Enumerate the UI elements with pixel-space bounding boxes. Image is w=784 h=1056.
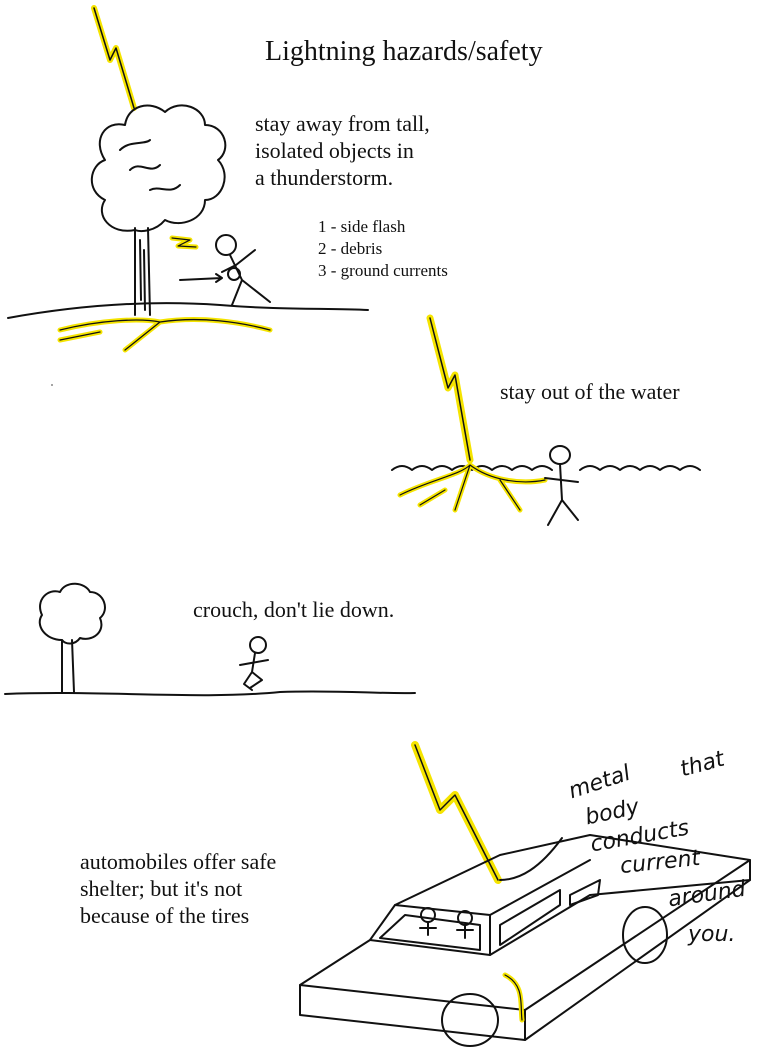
lightning-bolt-car — [411, 741, 502, 884]
ground-line-3 — [4, 690, 416, 697]
stick-person-tree — [179, 234, 271, 306]
automobile-text: automobiles offer safe shelter; but it's… — [80, 848, 276, 929]
small-tree-icon — [38, 582, 106, 693]
crouch-text: crouch, don't lie down. — [193, 597, 395, 622]
tree-icon — [90, 104, 227, 316]
water-waves — [391, 462, 701, 513]
lightning-bolt-water — [426, 314, 474, 464]
water-text: stay out of the water — [500, 379, 680, 404]
hazard-item: 3 - ground currents — [318, 261, 448, 280]
text-line: shelter; but it's not — [80, 876, 243, 901]
hazard-item: 2 - debris — [318, 239, 383, 258]
crouching-person — [239, 636, 269, 691]
text-line: isolated objects in — [255, 138, 414, 163]
text-line: a thunderstorm. — [255, 165, 394, 190]
lightning-bolt-tree — [91, 5, 137, 111]
side-flash-icon — [169, 235, 199, 250]
car-icon — [299, 834, 751, 1047]
tall-objects-text: stay away from tall, isolated objects in… — [255, 110, 430, 191]
page-title: Lightning hazards/safety — [265, 36, 543, 67]
hazard-item: 1 - side flash — [318, 217, 406, 236]
text-line: stay away from tall, — [255, 111, 430, 136]
hazard-list: 1 - side flash 2 - debris 3 - ground cur… — [318, 216, 448, 282]
text-line: automobiles offer safe — [80, 849, 277, 874]
stick-person-water — [544, 445, 579, 526]
text-line: because of the tires — [80, 903, 250, 928]
handwritten-you: you. — [688, 922, 736, 947]
ground-line-1 — [7, 302, 369, 353]
